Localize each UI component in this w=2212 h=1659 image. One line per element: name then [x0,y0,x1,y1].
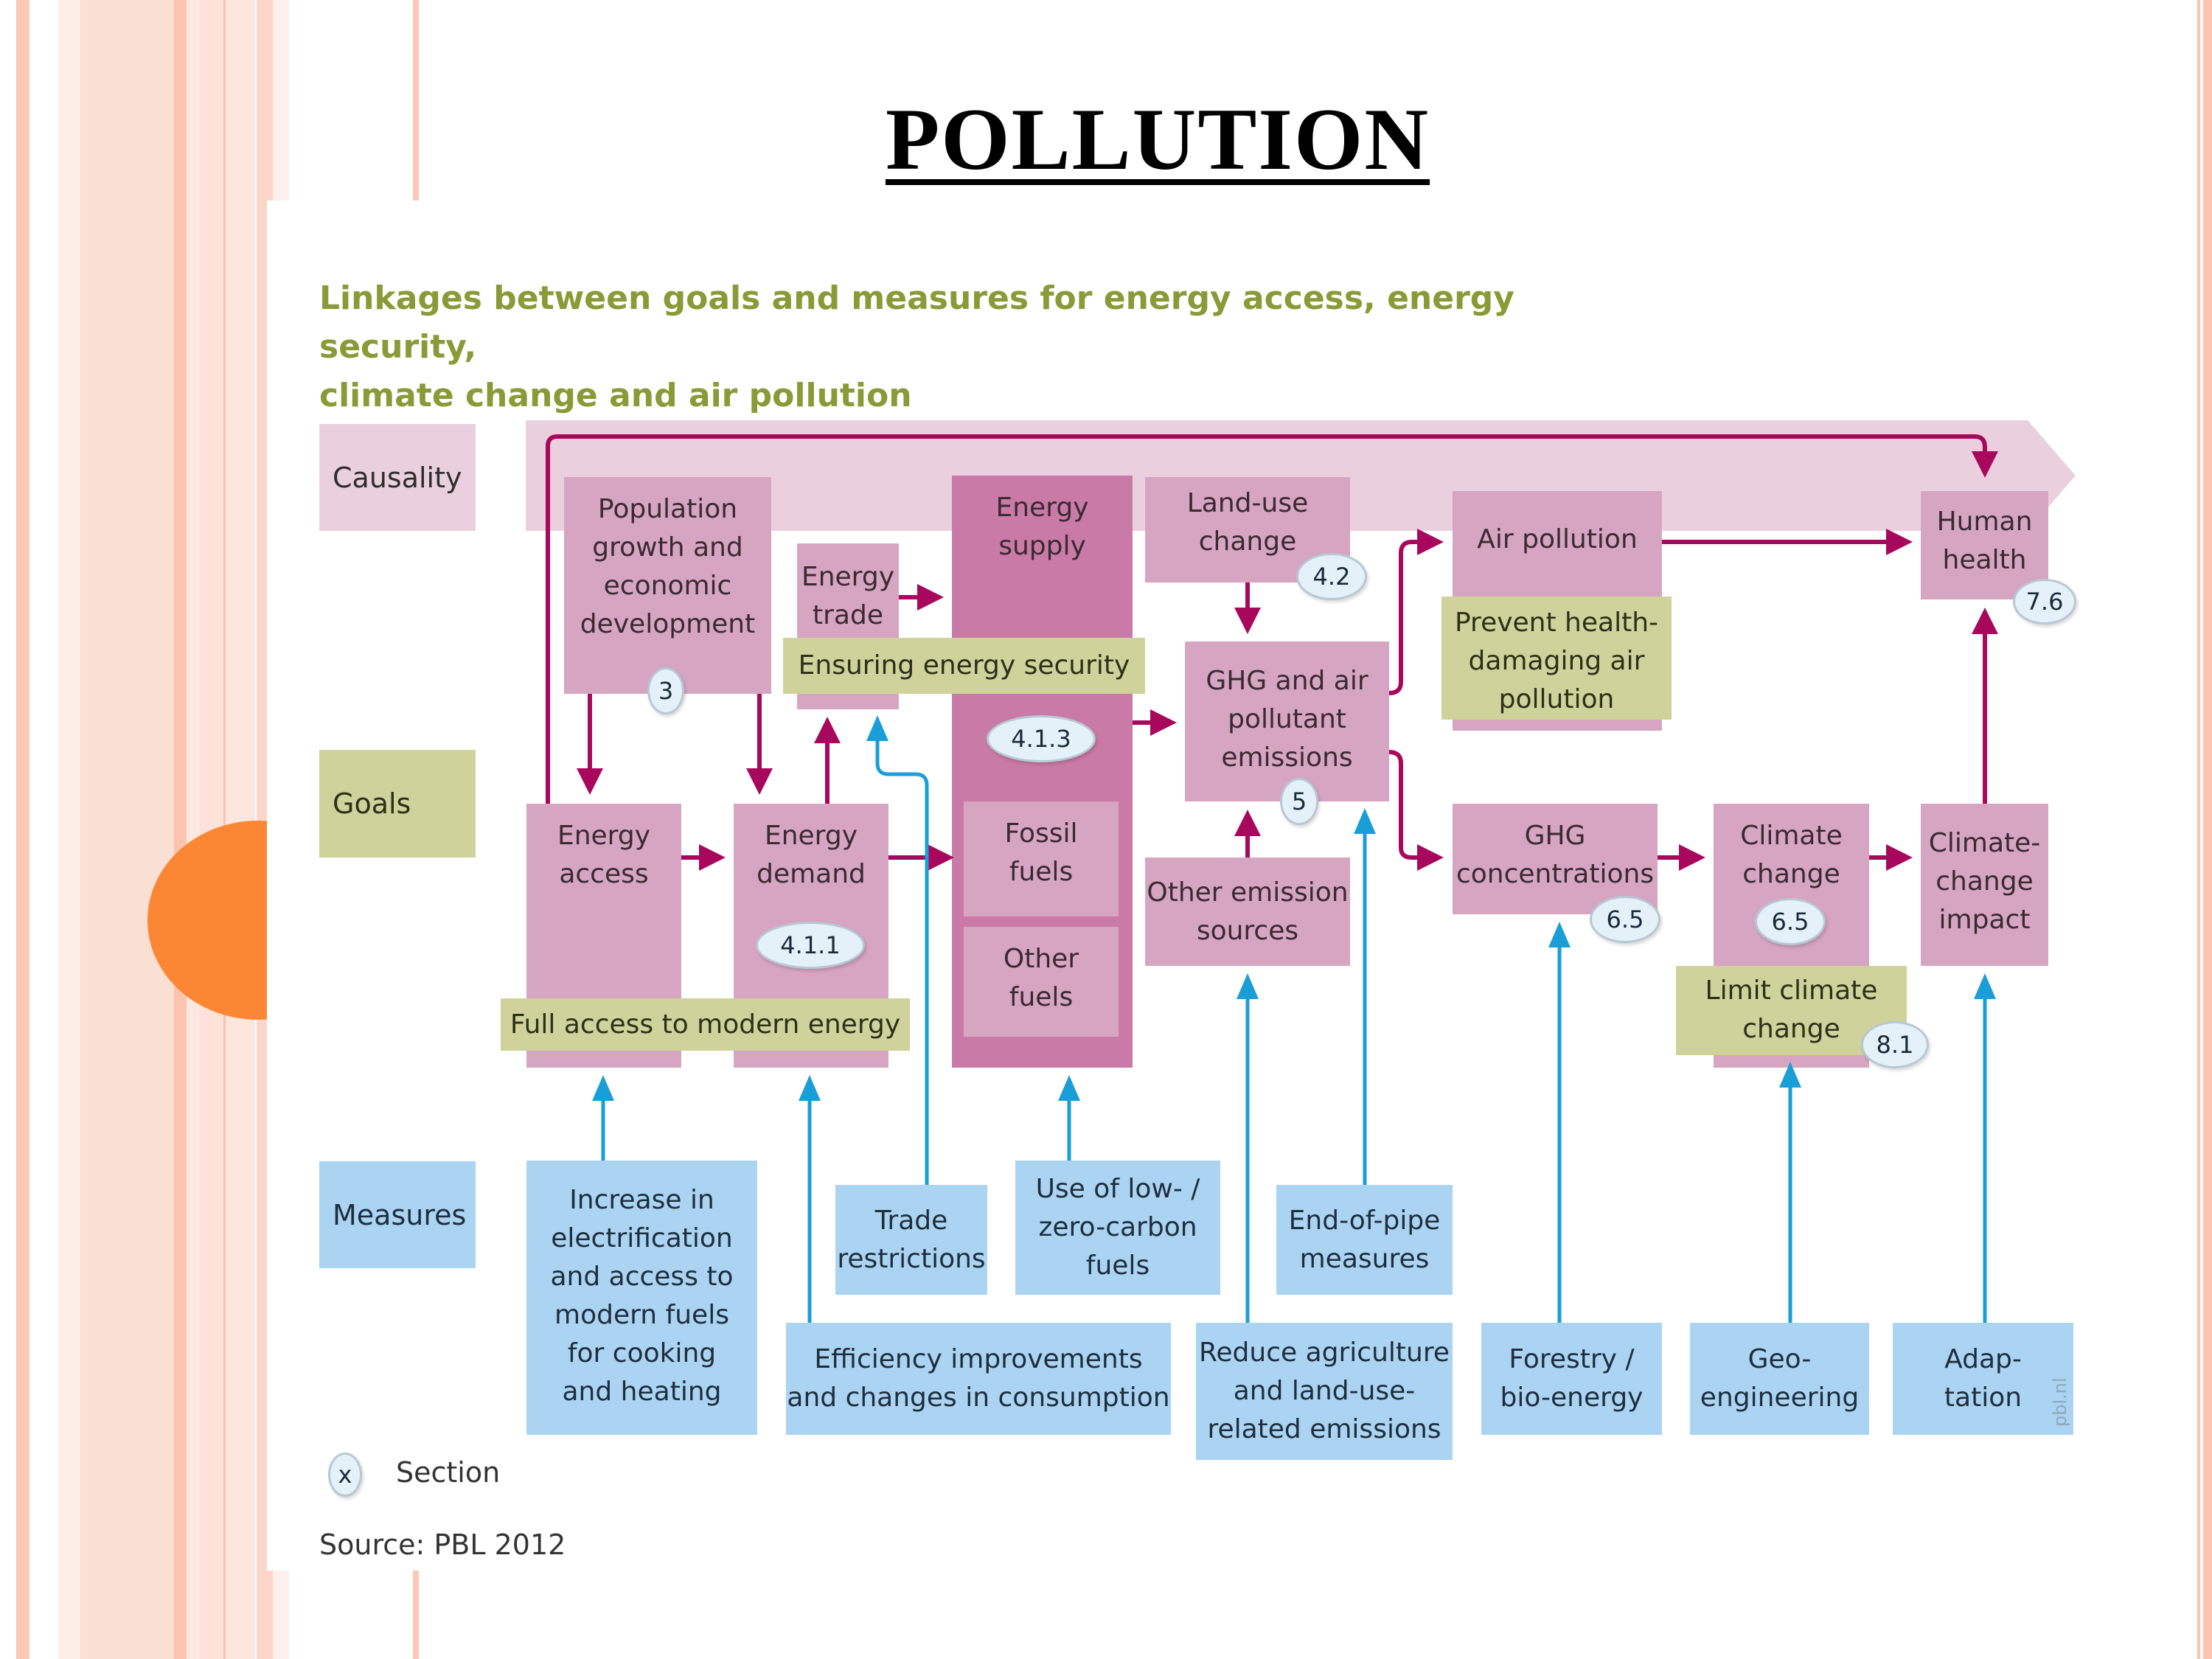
legend-section-label: Section [396,1456,501,1489]
section-badge-6-5-climate: 6.5 [1755,898,1826,945]
node-fossil-fuels: Fossil fuels [964,801,1119,917]
decor-stripe [2197,0,2200,1659]
figure-subtitle: Linkages between goals and measures for … [319,274,1646,420]
section-badge-4-1-1: 4.1.1 [756,922,865,969]
node-population-growth: Population growth and economic developme… [564,477,771,694]
measure-forestry-bioenergy: Forestry / bio-energy [1481,1323,1662,1435]
section-badge-4-1-3: 4.1.3 [987,715,1096,762]
section-badge-7-6: 7.6 [2013,579,2076,625]
node-other-emission-sources: Other emission sources [1145,858,1350,966]
node-climate-change-impact: Climate- change impact [1921,804,2048,966]
measure-adaptation: Adap- tation [1893,1323,2073,1435]
section-badge-4-2: 4.2 [1296,553,1367,600]
slide-title: POLLUTION [885,90,1430,188]
row-label-goals: Goals [319,750,476,858]
figure-source: Source: PBL 2012 [319,1528,566,1561]
measure-electrification: Increase in electrification and access t… [526,1161,757,1435]
measure-low-zero-carbon-fuels: Use of low- / zero-carbon fuels [1015,1161,1220,1295]
decor-stripe [16,0,29,1659]
pbl-watermark: pbl.nl [2050,1377,2070,1427]
row-label-measures: Measures [319,1161,476,1268]
row-label-causality: Causality [319,424,476,531]
goal-ensuring-energy-security: Ensuring energy security [783,638,1145,694]
measure-end-of-pipe: End-of-pipe measures [1276,1185,1453,1295]
section-badge-6-5-conc: 6.5 [1590,896,1660,943]
legend-section-badge: x [328,1453,362,1497]
section-badge-5: 5 [1280,778,1318,825]
node-other-fuels: Other fuels [964,927,1119,1037]
decor-stripe [80,0,174,1659]
decor-stripe [58,0,80,1659]
decor-stripe [187,0,199,1659]
decor-stripe [174,0,187,1659]
decor-stripe [2203,0,2212,1659]
subtitle-line-2: climate change and air pollution [319,377,912,414]
goal-prevent-air-pollution: Prevent health- damaging air pollution [1441,597,1672,720]
measure-reduce-agriculture: Reduce agriculture and land-use- related… [1196,1323,1453,1460]
node-ghg-air-emissions: GHG and air pollutant emissions [1185,641,1389,801]
measure-trade-restrictions: Trade restrictions [835,1185,987,1295]
subtitle-line-1: Linkages between goals and measures for … [319,279,1514,366]
measure-efficiency-improvements: Efficiency improvements and changes in c… [786,1323,1171,1435]
measure-geo-engineering: Geo- engineering [1690,1323,1869,1435]
section-badge-8-1: 8.1 [1861,1021,1929,1068]
section-badge-3: 3 [647,667,684,714]
goal-full-access-modern-energy: Full access to modern energy [501,998,910,1051]
